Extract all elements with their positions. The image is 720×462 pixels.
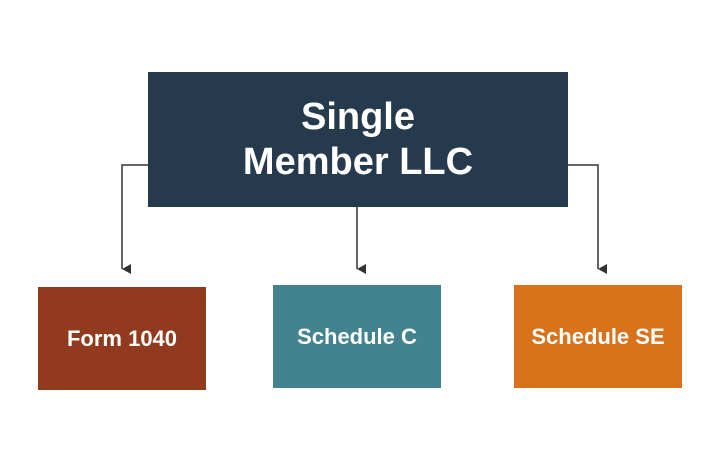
root-title-line-2: Member LLC — [242, 140, 474, 183]
form-1040-box: Form 1040 — [38, 287, 206, 390]
schedule-c-label: Schedule C — [297, 323, 417, 349]
arrow-to-form-1040 — [121, 164, 148, 274]
root-title: Single Member LLC — [243, 95, 473, 185]
schedule-se-label: Schedule SE — [531, 323, 665, 349]
single-member-llc-box: Single Member LLC — [148, 72, 568, 207]
form-1040-label: Form 1040 — [66, 325, 178, 351]
root-title-line-1: Single — [300, 95, 415, 138]
arrow-to-schedule-se — [568, 164, 607, 274]
schedule-se-box: Schedule SE — [514, 285, 682, 388]
schedule-c-box: Schedule C — [273, 285, 441, 388]
